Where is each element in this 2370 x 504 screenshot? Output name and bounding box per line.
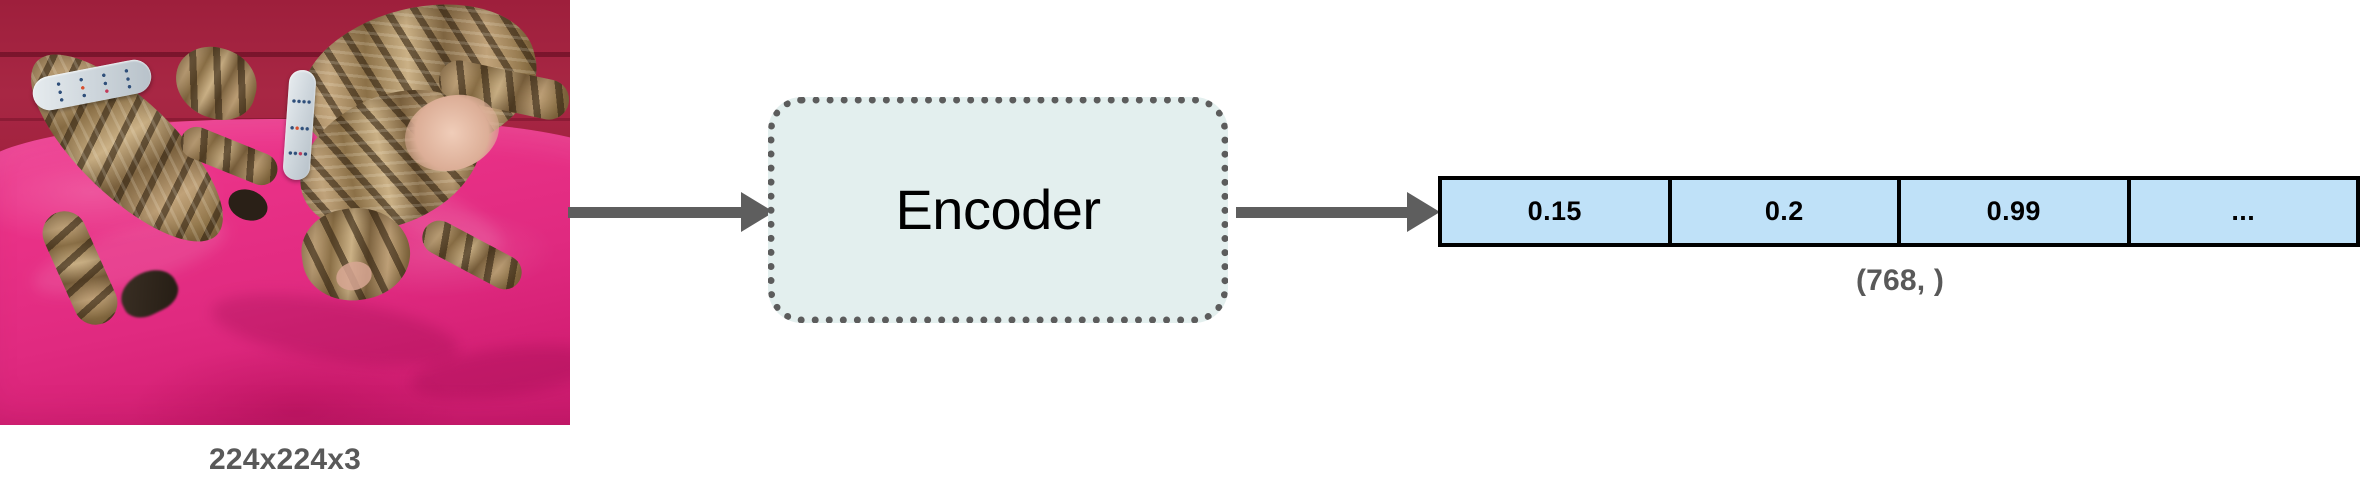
arrow-shaft <box>1236 207 1410 218</box>
encoder-label: Encoder <box>895 178 1101 241</box>
encoder-node[interactable]: Encoder <box>768 97 1228 323</box>
input-shape-caption: 224x224x3 <box>209 443 361 476</box>
input-image <box>0 0 570 425</box>
vector-cell: ... <box>2130 180 2356 243</box>
output-shape-caption: (768, ) <box>1855 264 1945 297</box>
vector-cell: 0.2 <box>1671 180 1901 243</box>
arrow-image-to-encoder <box>568 192 774 232</box>
embedding-vector: 0.15 0.2 0.99 ... <box>1438 176 2360 247</box>
couch-seam-1 <box>0 52 570 57</box>
vector-cell: 0.15 <box>1442 180 1672 243</box>
arrow-head-icon <box>1407 192 1440 232</box>
arrow-encoder-to-vector <box>1236 192 1442 232</box>
arrow-shaft <box>568 207 744 218</box>
vector-cell: 0.99 <box>1901 180 2131 243</box>
